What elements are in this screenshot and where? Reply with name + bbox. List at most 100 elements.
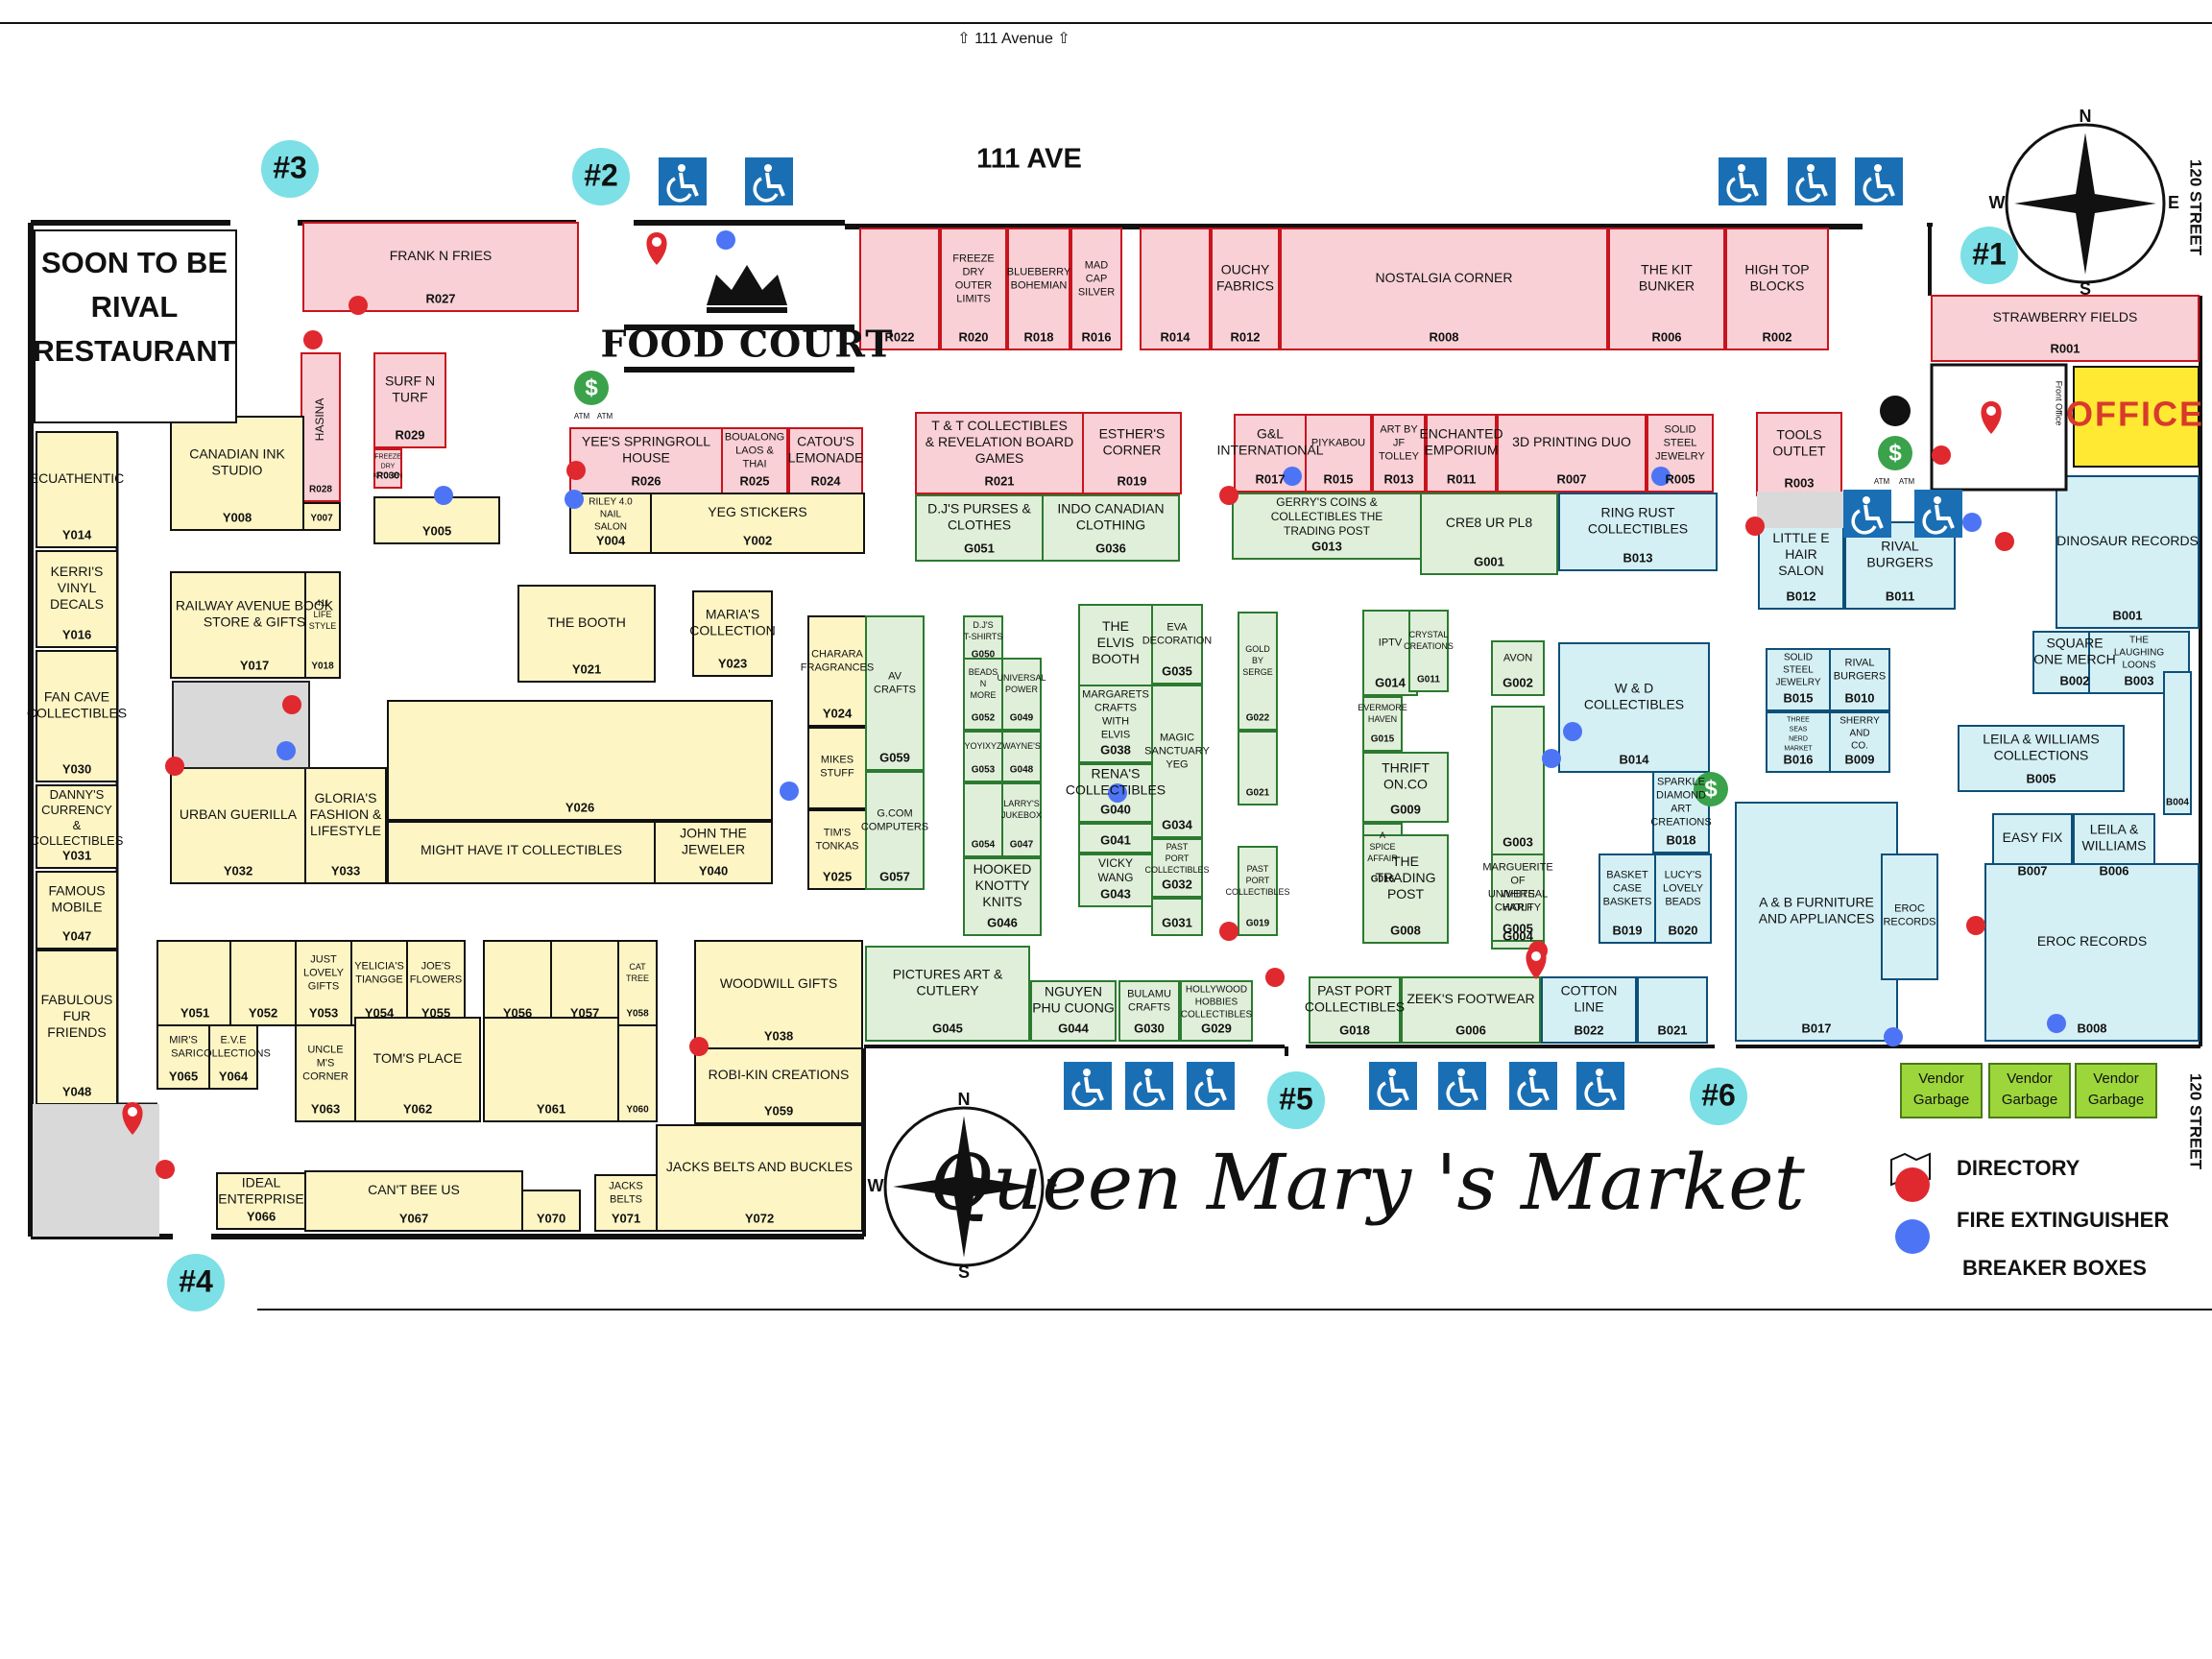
stall-g059[interactable] [865,615,925,771]
stall-b019[interactable] [1599,854,1656,944]
stall-g034[interactable] [1151,685,1203,838]
stall-y033[interactable] [304,767,387,884]
stall-the-elvis-booth[interactable] [1078,604,1153,686]
stall-y054[interactable] [350,940,408,1026]
stall-g045[interactable] [865,946,1030,1042]
stall-y052[interactable] [229,940,297,1026]
stall-g015[interactable] [1362,696,1403,752]
stall-g018[interactable] [1309,976,1401,1044]
stall-r029[interactable] [373,352,446,448]
stall-y064[interactable] [208,1024,258,1090]
stall-y056[interactable] [483,940,552,1026]
stall-b009[interactable] [1829,711,1890,773]
stall-y018[interactable] [304,571,341,679]
future-restaurant[interactable] [34,229,237,423]
stall-r024[interactable] [788,427,863,494]
stall-r012[interactable] [1211,228,1280,350]
stall-b015[interactable] [1766,648,1831,711]
stall-y026[interactable] [387,700,773,821]
entrance-5-badge[interactable] [1267,1071,1325,1129]
vendor-garbage[interactable] [2075,1063,2157,1118]
stall-y066[interactable] [216,1172,306,1230]
stall-b010[interactable] [1829,648,1890,711]
stall-r021[interactable] [915,412,1084,494]
stall-y030[interactable] [36,650,118,782]
stall-b022[interactable] [1541,976,1637,1044]
stall-eroc-records[interactable] [1881,854,1938,980]
stall-b008[interactable] [1984,863,2200,1042]
stall-r016[interactable] [1070,228,1122,350]
stall-g013[interactable] [1232,493,1422,560]
stall-g051[interactable] [915,494,1044,562]
stall-b012[interactable] [1758,521,1844,610]
stall-g009[interactable] [1362,752,1449,823]
stall-b001[interactable] [2056,475,2200,629]
stall-r002[interactable] [1725,228,1829,350]
stall-r020[interactable] [940,228,1007,350]
stall-y023[interactable] [692,590,773,677]
stall-g022[interactable] [1238,612,1278,731]
stall-g057[interactable] [865,771,925,890]
stall-b021[interactable] [1637,976,1708,1044]
stall-y051[interactable] [156,940,233,1026]
stall-r013[interactable] [1372,414,1426,493]
stall-y032[interactable] [170,767,306,884]
stall-b016[interactable] [1766,711,1831,773]
stall-y040[interactable] [654,821,773,884]
stall-r025[interactable] [721,427,788,494]
stall-g030[interactable] [1118,980,1180,1042]
stall-g041[interactable] [1078,823,1153,854]
stall-g021[interactable] [1238,731,1278,805]
stall-g014[interactable] [1362,610,1418,696]
stall-g002[interactable] [1491,640,1545,696]
vendor-garbage[interactable] [1988,1063,2071,1118]
stall-g032[interactable] [1151,838,1203,898]
stall-g036[interactable] [1042,494,1180,562]
stall-g019[interactable] [1238,846,1278,936]
vendor-garbage[interactable] [1900,1063,1983,1118]
stall-g044[interactable] [1030,980,1117,1042]
stall-g005[interactable] [1491,854,1545,942]
stall-y031[interactable] [36,784,118,869]
stall-r026[interactable] [569,427,723,494]
stall-y059[interactable] [694,1047,863,1124]
stall-y021[interactable] [517,585,656,683]
stall-g011[interactable] [1408,610,1449,692]
stall-r019[interactable] [1082,412,1182,494]
stall-r018[interactable] [1007,228,1070,350]
stall-y047[interactable] [36,871,118,950]
stall-y038[interactable] [694,940,863,1049]
stall-r014[interactable] [1140,228,1211,350]
stall-g006[interactable] [1401,976,1541,1044]
stall-y002[interactable] [650,493,865,554]
entrance-2-badge[interactable] [572,148,630,205]
entrance-3-badge[interactable] [261,140,319,198]
stall-r015[interactable] [1305,414,1372,493]
stall-y070[interactable] [521,1190,581,1232]
stall-y065[interactable] [156,1024,210,1090]
stall-y071[interactable] [594,1174,658,1232]
stall-b005[interactable] [1958,725,2125,792]
stall-b004[interactable] [2163,671,2192,815]
stall-y005[interactable] [373,496,500,544]
entrance-6-badge[interactable] [1690,1068,1747,1125]
stall-y014[interactable] [36,431,118,548]
stall-r022[interactable] [859,228,940,350]
stall-y067[interactable] [304,1170,523,1232]
stall-g038[interactable] [1078,685,1153,763]
stall-r027[interactable] [302,222,579,312]
stall-y063[interactable] [295,1024,356,1122]
stall-b020[interactable] [1654,854,1712,944]
stall-g008[interactable] [1362,834,1449,944]
stall-r030[interactable] [373,448,402,489]
stall-y004[interactable] [569,493,652,554]
stall-y048[interactable] [36,950,118,1105]
stall-y053[interactable] [295,940,352,1026]
entrance-4-badge[interactable] [167,1254,225,1311]
stall-g029[interactable] [1180,980,1253,1042]
stall-g048[interactable] [1001,731,1042,782]
stall-r006[interactable] [1608,228,1725,350]
stall-r007[interactable] [1497,414,1647,493]
stall-r008[interactable] [1280,228,1608,350]
stall-b017[interactable] [1735,802,1898,1042]
